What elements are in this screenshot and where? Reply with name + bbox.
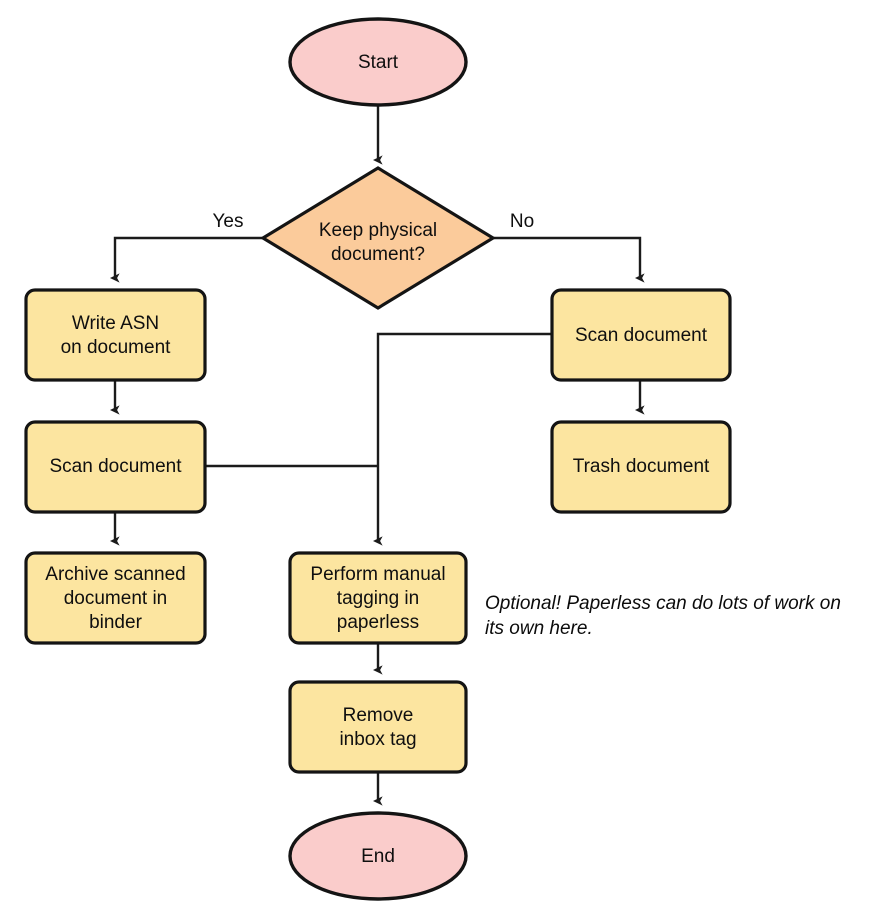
- archive-label-line1: Archive scanned: [45, 564, 185, 585]
- scan-document-left-box: [24, 420, 207, 514]
- write-asn-label-line1: Write ASN: [72, 313, 159, 334]
- node-end[interactable]: End: [288, 811, 468, 901]
- annotation-optional-note: Optional! Paperless can do lots of work …: [485, 593, 841, 639]
- edge-decision-no-to-scan-right: [493, 236, 645, 283]
- node-scan-document-left[interactable]: Scan document: [24, 420, 207, 514]
- edge-label-yes: Yes: [213, 211, 244, 232]
- edge-label-no: No: [510, 211, 534, 232]
- tagging-label-line1: Perform manual: [310, 564, 445, 585]
- node-perform-manual-tagging[interactable]: Perform manual tagging in paperless: [288, 551, 468, 645]
- node-decision-keep-physical-document[interactable]: Keep physical document?: [259, 166, 497, 310]
- node-scan-document-right[interactable]: Scan document: [550, 288, 732, 382]
- connector-layer: [109, 105, 645, 806]
- edge-decision-yes-to-write-asn: [109, 236, 263, 283]
- note-line1: Optional! Paperless can do lots of work …: [485, 593, 841, 614]
- node-write-asn-on-document[interactable]: Write ASN on document: [24, 288, 207, 382]
- archive-label-line3: binder: [89, 612, 142, 633]
- start-ellipse: [288, 17, 468, 107]
- write-asn-box: [24, 288, 207, 382]
- archive-label-line2: document in: [64, 588, 168, 609]
- start-label: Start: [358, 52, 399, 73]
- tagging-label-line2: tagging in: [337, 588, 419, 609]
- note-line2: its own here.: [485, 618, 593, 639]
- trash-document-box: [550, 420, 732, 514]
- edge-scan-right-to-tagging: [372, 332, 552, 546]
- decision-label-line2: document?: [331, 244, 425, 265]
- end-ellipse: [288, 811, 468, 901]
- node-archive-scanned-document-in-binder[interactable]: Archive scanned document in binder: [24, 551, 207, 645]
- remove-inbox-label-line1: Remove: [343, 705, 414, 726]
- scan-document-left-label: Scan document: [49, 456, 182, 477]
- end-label: End: [361, 846, 395, 867]
- node-trash-document[interactable]: Trash document: [550, 420, 732, 514]
- tagging-label-line3: paperless: [337, 612, 419, 633]
- tagging-box: [288, 551, 468, 645]
- remove-inbox-label-line2: inbox tag: [339, 729, 416, 750]
- node-remove-inbox-tag[interactable]: Remove inbox tag: [288, 680, 468, 774]
- archive-box: [24, 551, 207, 645]
- scan-document-right-label: Scan document: [575, 325, 708, 346]
- trash-document-label: Trash document: [573, 456, 710, 477]
- write-asn-label-line2: on document: [61, 337, 172, 358]
- decision-label-line1: Keep physical: [319, 220, 437, 241]
- node-start[interactable]: Start: [288, 17, 468, 107]
- scan-document-right-box: [550, 288, 732, 382]
- remove-inbox-tag-box: [288, 680, 468, 774]
- decision-diamond: [259, 166, 497, 310]
